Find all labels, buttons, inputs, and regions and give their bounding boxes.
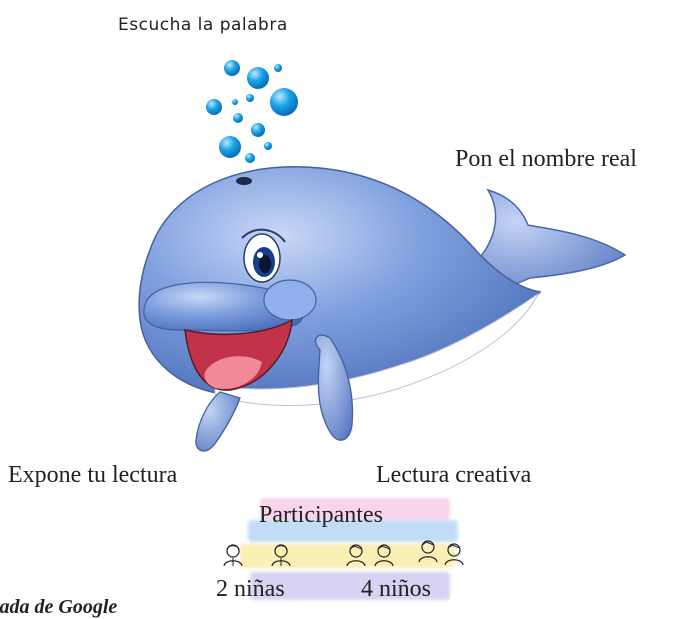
boy-icon-2	[374, 544, 394, 567]
boy-icon-1	[346, 544, 366, 567]
boy-icon-4	[444, 543, 464, 566]
listen-label: Escucha la palabra	[118, 15, 288, 35]
image-caption: tada de Google	[0, 596, 118, 618]
brush-stroke-pink	[260, 498, 450, 520]
boy-icon-3	[418, 540, 438, 563]
expose-label: Expone tu lectura	[8, 462, 178, 488]
girl-icon-1	[223, 544, 243, 567]
brush-stroke-blue	[248, 520, 458, 542]
boys-count: 4 niños	[361, 576, 432, 602]
bubbles	[206, 60, 298, 163]
creative-label: Lectura creativa	[376, 462, 532, 488]
girl-icon-2	[271, 544, 291, 567]
real-name-label: Pon el nombre real	[455, 146, 637, 172]
participants-label: Participantes	[259, 502, 383, 528]
brush-stroke-purple	[250, 572, 450, 600]
girls-count: 2 niñas	[216, 576, 285, 602]
